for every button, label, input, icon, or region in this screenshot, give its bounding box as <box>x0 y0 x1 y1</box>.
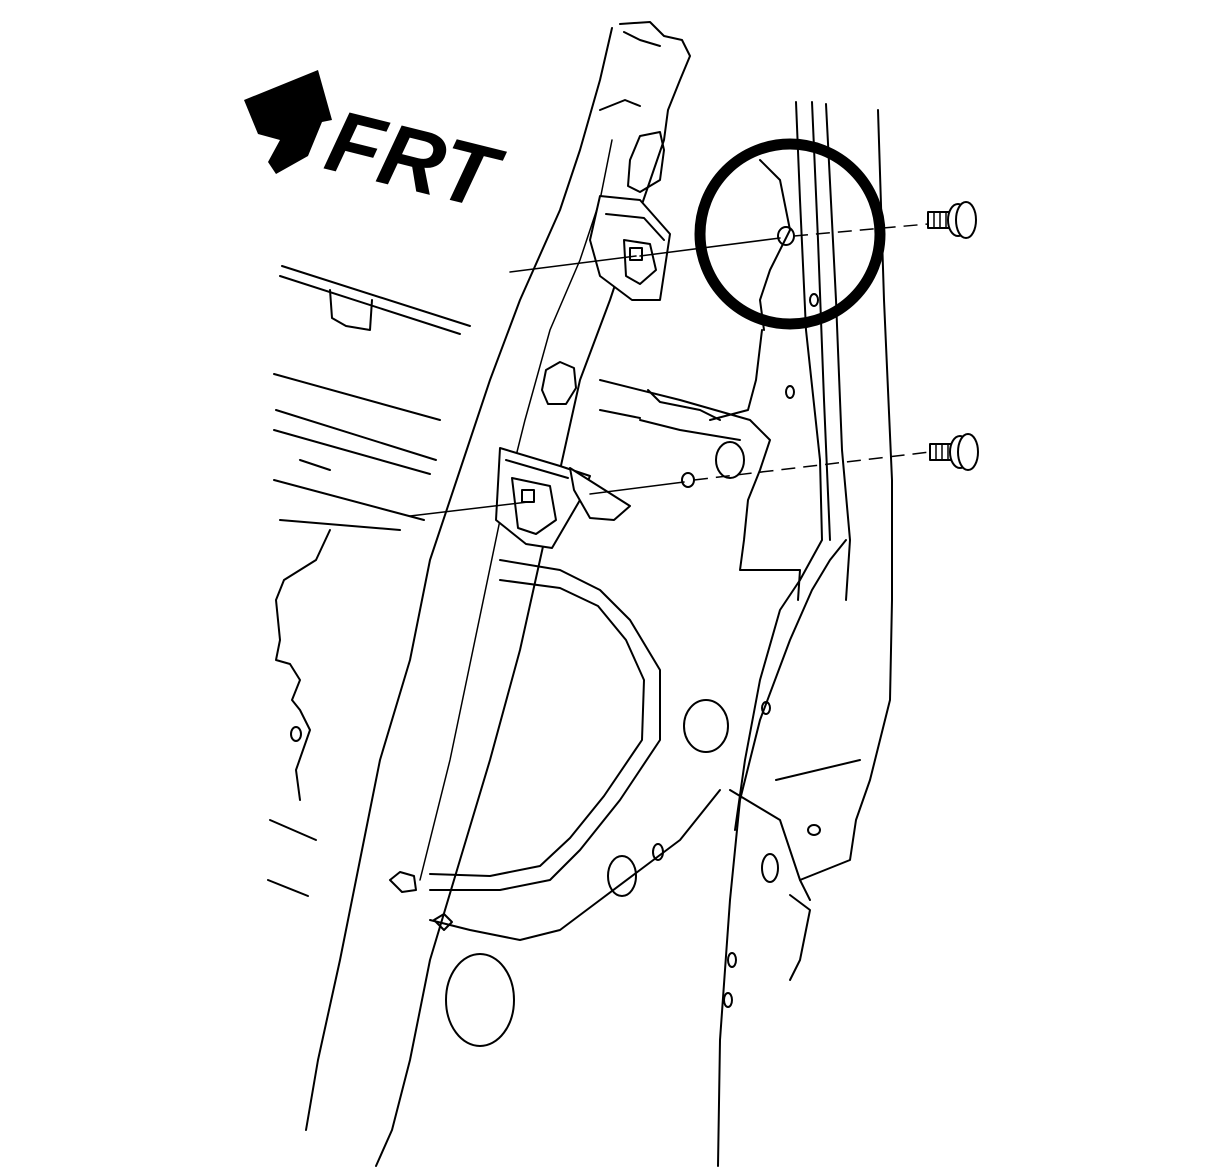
door-opening <box>389 559 721 1047</box>
upper-bracket <box>589 195 671 301</box>
direction-label: FRT <box>317 90 511 229</box>
rear-pillar-channel <box>717 101 893 1167</box>
inner-panel <box>541 131 821 1008</box>
front-arrow-icon <box>244 70 332 174</box>
callout-circle-icon <box>694 138 886 330</box>
upper-bolt-icon <box>927 201 977 239</box>
lower-bolt-icon <box>929 433 979 471</box>
pillar-outline <box>305 21 691 1167</box>
alignment-lines <box>409 223 931 517</box>
lower-bracket <box>495 447 631 549</box>
left-body-lines <box>267 265 471 897</box>
